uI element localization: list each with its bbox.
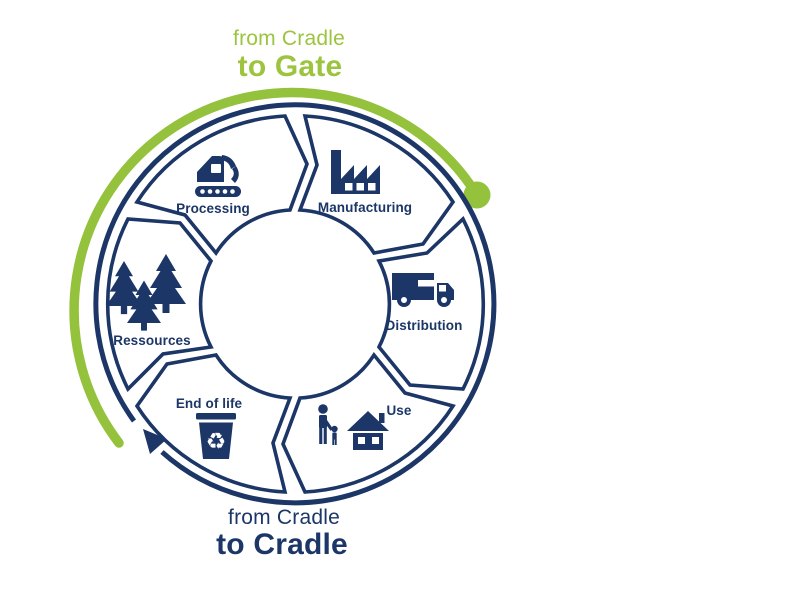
title-from-cradle-bottom: from Cradle: [228, 506, 340, 529]
house-icon: [347, 411, 389, 450]
excavator-icon: [195, 155, 241, 197]
label-distribution: Distribution: [385, 318, 463, 333]
cradle-to-gate-arc: [69, 87, 482, 448]
segment-distribution: [376, 216, 486, 391]
title-to-cradle: to Cradle: [216, 528, 348, 561]
title-from-cradle-top: from Cradle: [233, 27, 345, 50]
title-to-gate: to Gate: [237, 50, 343, 83]
truck-icon: [392, 273, 454, 307]
family-and-house-icon: [318, 404, 338, 445]
label-ressources: Ressources: [113, 333, 191, 348]
recycle-symbol: ♻: [206, 429, 227, 455]
label-use: Use: [386, 403, 412, 418]
gate-endpoint-dot: [463, 181, 491, 209]
label-end-of-life: End of life: [175, 396, 243, 411]
label-processing: Processing: [176, 201, 250, 216]
pine-trees-icon: [106, 254, 186, 331]
cradle-to-cradle-circle: [93, 102, 497, 506]
segment-processing: [134, 114, 309, 257]
label-manufacturing: Manufacturing: [317, 200, 413, 215]
cycle-arrowhead-icon: [143, 429, 167, 454]
recycle-bin-icon: ♻: [196, 413, 236, 459]
factory-icon: [331, 150, 380, 194]
